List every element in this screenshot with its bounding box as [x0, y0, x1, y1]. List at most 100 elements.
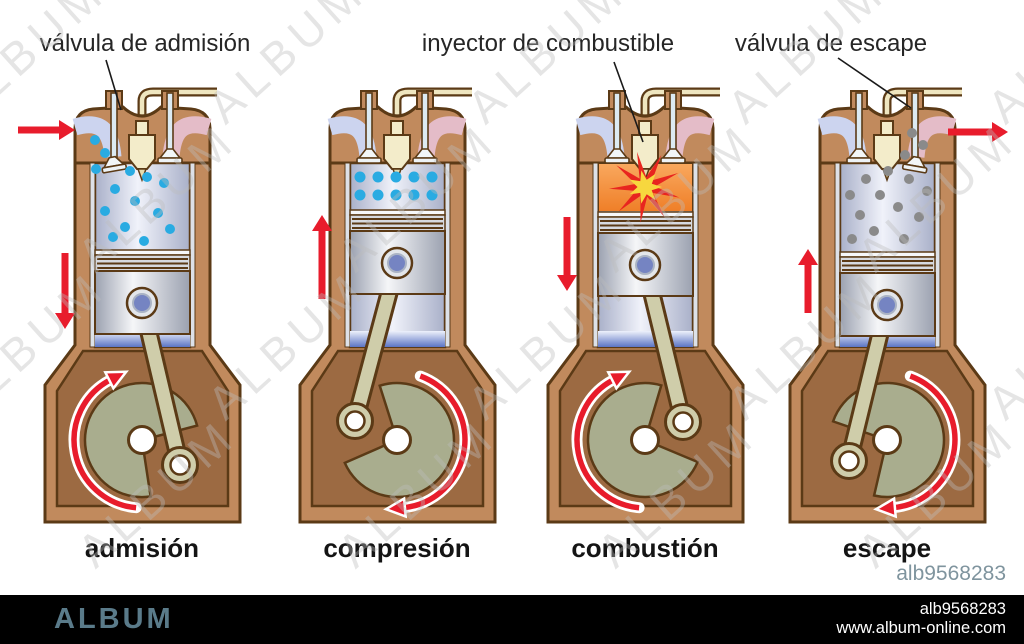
- valve-stem: [855, 92, 863, 152]
- engine-figure-combustion: [520, 85, 770, 530]
- engine-figure-exhaust: [762, 85, 1012, 530]
- piston: [597, 211, 694, 297]
- footer-ref: alb9568283: [919, 600, 1006, 618]
- valve-disc: [604, 157, 630, 164]
- crank-rotation-arrow: [574, 376, 640, 511]
- bore-bottom-band: [350, 331, 445, 347]
- footer-credits: alb9568283 www.album-online.com: [836, 600, 1006, 638]
- compressed-air-particle: [372, 189, 384, 201]
- compressed-air-particle: [354, 189, 366, 201]
- crankshaft-journal: [127, 425, 157, 455]
- compressed-air-particle: [390, 189, 402, 201]
- piston-motion-arrowhead: [312, 215, 332, 231]
- piston-motion-arrow: [61, 253, 69, 314]
- label-exhaust-valve: válvula de escape: [734, 30, 928, 57]
- flow-arrowhead: [992, 122, 1008, 142]
- air-particle: [90, 135, 100, 145]
- valve-stem: [669, 92, 677, 152]
- compressed-air-particle: [426, 171, 438, 183]
- compressed-air-particle: [408, 171, 420, 183]
- stage-label-combustion: combustión: [571, 533, 719, 563]
- compressed-air-particle: [372, 171, 384, 183]
- crank-rotation-arrow: [892, 373, 958, 511]
- crank-rotation-arrowhead: [103, 370, 129, 391]
- air-particle: [100, 206, 110, 216]
- air-particle: [139, 236, 149, 246]
- air-particle: [130, 196, 140, 206]
- piston-pin: [132, 293, 152, 313]
- image-reference-id: alb9568283: [896, 562, 1006, 585]
- crankshaft-journal: [382, 425, 412, 455]
- exhaust-particle: [904, 174, 914, 184]
- piston-motion-arrowhead: [798, 249, 818, 265]
- engine-figure-intake: [17, 85, 267, 530]
- explosion-core: [629, 170, 662, 204]
- piston-motion-arrowhead: [557, 275, 577, 291]
- exhaust-particle: [899, 234, 909, 244]
- air-particle: [142, 172, 152, 182]
- compressed-air-particle: [354, 171, 366, 183]
- air-particle: [110, 184, 120, 194]
- crankshaft-journal: [630, 425, 660, 455]
- air-particle: [91, 164, 101, 174]
- valve-disc: [157, 157, 183, 164]
- exhaust-particle: [893, 202, 903, 212]
- label-fuel-injector: inyector de combustible: [421, 30, 675, 57]
- exhaust-particle: [869, 226, 879, 236]
- exhaust-particle: [861, 174, 871, 184]
- air-particle: [153, 208, 163, 218]
- crank-pin: [838, 450, 860, 472]
- valve-head-open: [901, 155, 928, 174]
- compressed-air-particle: [390, 171, 402, 183]
- valve-disc: [846, 157, 872, 164]
- crank-pin: [169, 454, 191, 476]
- engine-figure-compression: [272, 85, 522, 530]
- crank-rotation-arrowhead: [606, 370, 632, 391]
- flow-arrowhead: [59, 120, 75, 140]
- valve-stem: [911, 92, 919, 160]
- valve-disc: [412, 157, 438, 164]
- piston: [349, 209, 446, 295]
- footer-website[interactable]: www.album-online.com: [836, 619, 1006, 637]
- exhaust-particle: [907, 128, 917, 138]
- valve-stem: [166, 92, 174, 152]
- crank-rotation-arrowhead: [873, 496, 898, 519]
- piston-motion-arrow: [804, 264, 812, 313]
- crank-pin: [672, 411, 694, 433]
- exhaust-particle: [883, 166, 893, 176]
- crank-rotation-arrowhead: [383, 496, 408, 519]
- valve-head-open: [101, 155, 128, 174]
- piston-pin: [635, 255, 655, 275]
- fuel-line: [394, 89, 472, 135]
- stage-label-exhaust: escape: [842, 533, 932, 563]
- air-particle: [100, 148, 110, 158]
- piston: [94, 249, 191, 335]
- exhaust-particle: [875, 190, 885, 200]
- flow-arrow: [18, 126, 60, 134]
- air-particle: [165, 224, 175, 234]
- flow-arrow: [948, 128, 993, 136]
- exhaust-particle: [855, 210, 865, 220]
- piston-pin: [877, 295, 897, 315]
- piston-motion-arrowhead: [55, 313, 75, 329]
- piston: [839, 251, 936, 337]
- exhaust-particle: [914, 212, 924, 222]
- fuel-injector: [128, 120, 156, 183]
- valve-stem: [365, 92, 373, 152]
- exhaust-particle: [847, 234, 857, 244]
- exhaust-particle: [918, 140, 928, 150]
- crank-rotation-arrow: [71, 376, 137, 511]
- crank-rotation-arrow: [402, 373, 468, 511]
- air-particle: [159, 178, 169, 188]
- piston-motion-arrow: [318, 230, 326, 299]
- compressed-air-particle: [426, 189, 438, 201]
- footer-bar: ALBUM alb9568283 www.album-online.com: [0, 595, 1024, 644]
- fuel-line: [642, 89, 720, 135]
- compressed-air-particle: [408, 189, 420, 201]
- valve-stem: [421, 92, 429, 152]
- valve-disc: [356, 157, 382, 164]
- bore-bottom-band: [598, 331, 693, 347]
- piston-motion-arrow: [563, 217, 571, 276]
- air-particle: [120, 222, 130, 232]
